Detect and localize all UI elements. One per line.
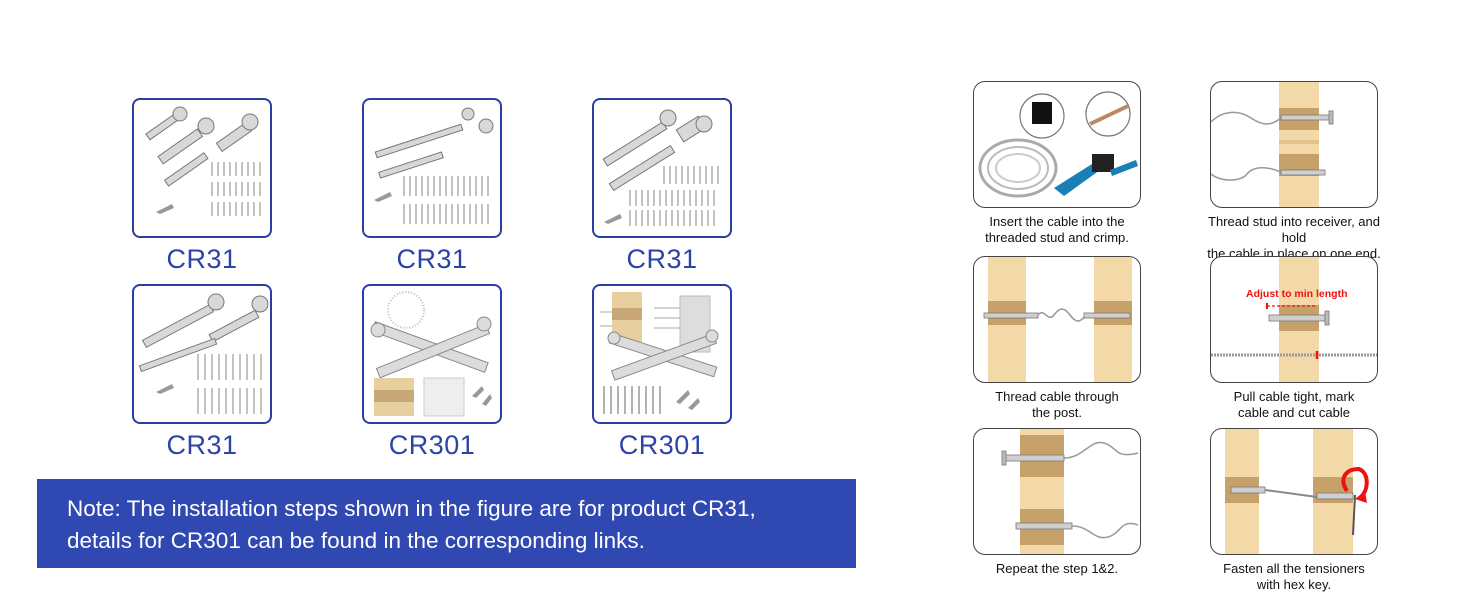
product-card-3[interactable]: CR31 [592, 98, 732, 275]
product-code: CR31 [166, 244, 238, 274]
product-card-2[interactable]: CR31 [362, 98, 502, 275]
product-image-kit-cr301-b [592, 284, 732, 424]
product-image-kit-cr31-c [592, 98, 732, 238]
step-5-caption: Repeat the step 1&2. [995, 561, 1119, 576]
product-card-1[interactable]: CR31 [132, 98, 272, 275]
note-line-1: Note: The installation steps shown in th… [67, 496, 756, 521]
product-code: CR301 [388, 430, 476, 460]
product-code: CR31 [166, 430, 238, 460]
product-code: CR31 [396, 244, 468, 274]
step-5: Repeat the step 1&2. [973, 428, 1141, 577]
step-4: Adjust to min length Pull cable tight, m… [1210, 256, 1378, 421]
product-card-5[interactable]: CR301 [362, 284, 502, 461]
step-1-image-crimp [973, 81, 1141, 208]
note-banner: Note: The installation steps shown in th… [37, 479, 856, 568]
step-2-image-thread-stud [1210, 81, 1378, 208]
product-image-kit-cr31-d [132, 284, 272, 424]
product-image-kit-cr31-b [362, 98, 502, 238]
product-image-kit-cr301-a [362, 284, 502, 424]
step-3-image-thread-cable [973, 256, 1141, 383]
product-code: CR301 [618, 430, 706, 460]
product-code: CR31 [626, 244, 698, 274]
adjust-min-length-label: Adjust to min length [1246, 288, 1348, 300]
step-6-image-fasten [1210, 428, 1378, 555]
product-image-kit-cr31-a [132, 98, 272, 238]
step-5-image-repeat [973, 428, 1141, 555]
product-card-6[interactable]: CR301 [592, 284, 732, 461]
note-line-2: details for CR301 can be found in the co… [67, 528, 645, 553]
product-card-4[interactable]: CR31 [132, 284, 272, 461]
step-4-image-measure-cut: Adjust to min length [1210, 256, 1378, 383]
